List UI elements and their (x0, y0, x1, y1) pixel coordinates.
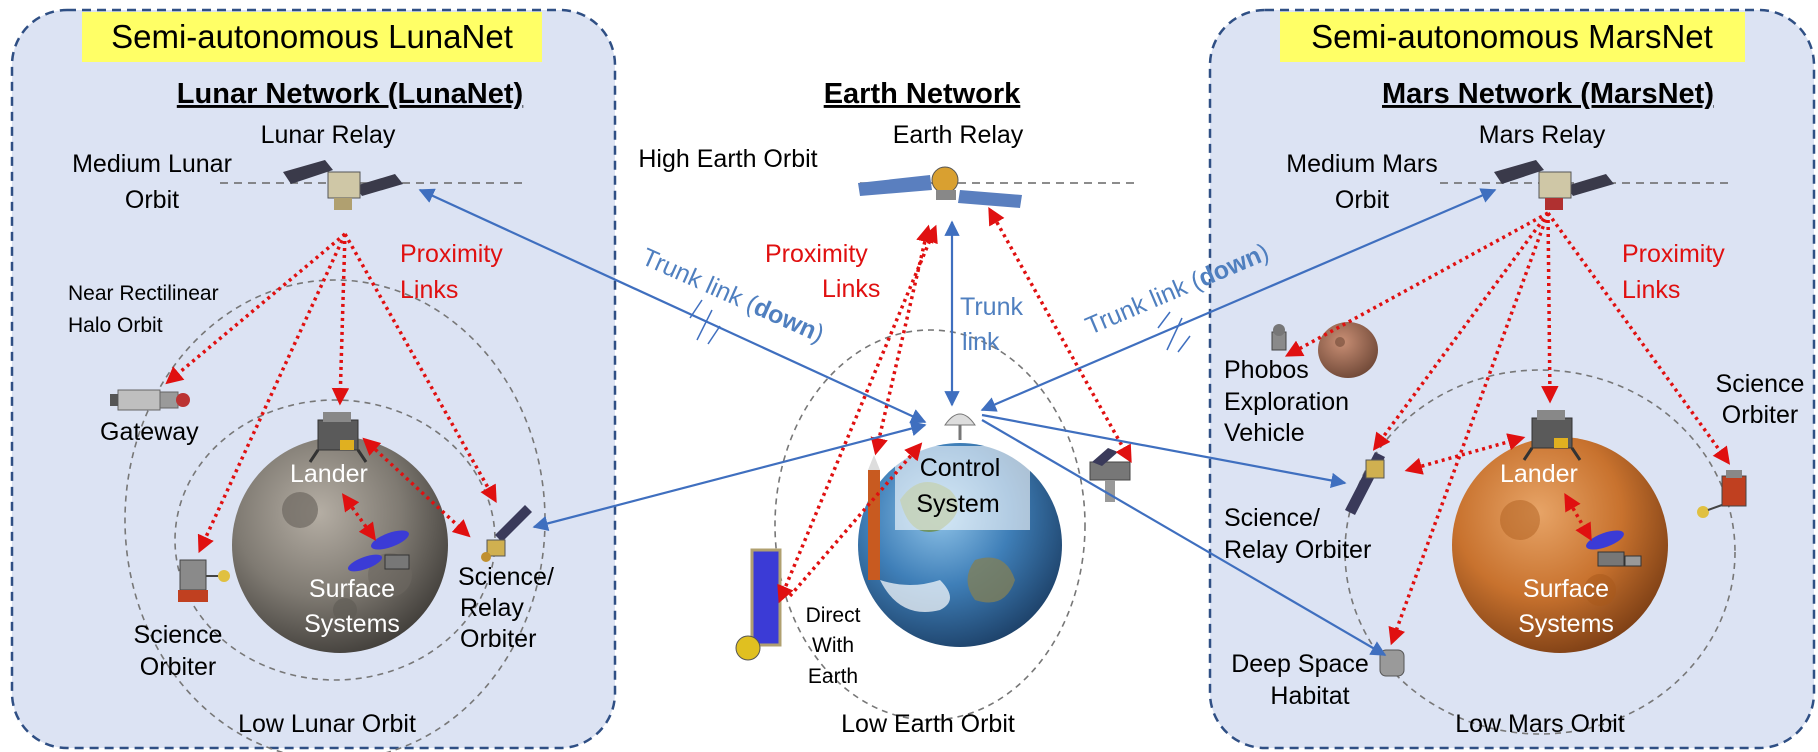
trunk-link-mars-orbiter (981, 413, 1347, 489)
mars-lander-label: Lander (1500, 460, 1578, 488)
lunar-science-orbiter-label-1: Science (134, 621, 223, 649)
earth-prox-link-station (988, 206, 1132, 464)
mars-science-relay-label-2: Relay Orbiter (1224, 536, 1371, 564)
marsnet-banner-text: Semi-autonomous MarsNet (1311, 18, 1713, 55)
luna-proximity-label-2: Links (400, 276, 458, 304)
lunar-science-relay-label-3: Orbiter (460, 625, 536, 653)
mars-prox-link-science-orbiter (1546, 211, 1731, 465)
earth-network-title: Earth Network (824, 78, 1021, 110)
trunk-link-label-1: Trunk (960, 293, 1023, 321)
lunanet-banner-text: Semi-autonomous LunaNet (111, 18, 513, 55)
trunk-break-mark-left (689, 299, 721, 345)
nrho-label-1: Near Rectilinear (68, 282, 219, 305)
habitat-label-1: Deep Space (1231, 650, 1369, 678)
phobos-vehicle-icon (1271, 324, 1287, 351)
earth-proximity-label-1: Proximity (765, 240, 868, 268)
low-mars-orbit-ring (1344, 369, 1736, 735)
trunk-link-habitat (981, 419, 1387, 656)
nrho-label-2: Halo Orbit (68, 314, 163, 337)
gateway-icon (110, 389, 190, 411)
lunar-science-orbiter-icon (178, 559, 230, 602)
prox-link-lander-surface (341, 493, 377, 541)
trunk-break-mark-right (1157, 311, 1191, 353)
luna-proximity-label-1: Proximity (400, 240, 503, 268)
phobos-label-3: Vehicle (1224, 419, 1305, 447)
phobos-label-2: Exploration (1224, 388, 1349, 416)
mars-relay-label: Mars Relay (1479, 121, 1606, 149)
marsnet-title: Mars Network (MarsNet) (1382, 78, 1714, 110)
dte-label-2: With (812, 634, 854, 657)
habitat-label-2: Habitat (1270, 682, 1349, 710)
mars-prox-link-orbiter-lander (1404, 433, 1526, 475)
trunk-link-label-2: link (962, 328, 1000, 356)
low-lunar-orbit-label: Low Lunar Orbit (238, 710, 416, 738)
medium-lunar-orbit-label-1: Medium Lunar (72, 150, 232, 178)
mars-globe (1452, 437, 1668, 653)
phobos-label-1: Phobos (1224, 356, 1309, 384)
mars-surface-systems-icon (1586, 530, 1642, 567)
earth-relay-satellite-icon (858, 166, 1022, 208)
mars-prox-link-habitat (1388, 212, 1550, 646)
lunar-surface-label-1: Surface (309, 575, 395, 603)
dte-label-3: Earth (808, 665, 858, 688)
mars-proximity-label-2: Links (1622, 276, 1680, 304)
low-earth-orbit-label: Low Earth Orbit (841, 710, 1015, 738)
trunk-link-luna (418, 188, 927, 424)
high-earth-orbit-label: High Earth Orbit (638, 145, 817, 173)
rocket-icon (868, 455, 880, 580)
earth-proximity-label-2: Links (822, 275, 880, 303)
prox-link-science-orbiter (197, 233, 347, 554)
prox-link-lander (331, 233, 350, 406)
lunar-science-relay-orbiter-icon (481, 505, 532, 562)
medium-lunar-orbit-label-2: Orbit (125, 186, 179, 214)
mars-prox-link-lander (1541, 212, 1559, 404)
mars-science-relay-orbiter-icon (1345, 452, 1385, 515)
lunanet-title: Lunar Network (LunaNet) (177, 78, 523, 110)
ground-antenna-icon (944, 413, 976, 440)
mars-surface-label-1: Surface (1523, 575, 1609, 603)
mars-proximity-label-1: Proximity (1622, 240, 1725, 268)
lunanet-panel: Semi-autonomous LunaNet Lunar Network (L… (10, 8, 617, 752)
phobos-icon (1318, 322, 1378, 378)
mars-science-orbiter-label-1: Science (1716, 370, 1805, 398)
mars-science-orbiter-label-2: Orbiter (1722, 401, 1798, 429)
marsnet-banner (1280, 12, 1745, 62)
deep-space-habitat-icon (1379, 649, 1405, 677)
lunar-lander-icon (308, 412, 368, 463)
lunar-relay-satellite-icon (283, 160, 403, 210)
mars-science-relay-label-1: Science/ (1224, 504, 1320, 532)
medium-mars-orbit-label-2: Orbit (1335, 186, 1389, 214)
trunk-link-mars (980, 188, 1497, 412)
mars-prox-link-lander-surface (1564, 492, 1592, 542)
lunar-lander-label: Lander (290, 460, 368, 488)
lunar-surface-label-2: Systems (304, 610, 400, 638)
lunar-relay-label: Lunar Relay (261, 121, 396, 149)
lunar-science-relay-label-2: Relay (460, 594, 524, 622)
low-mars-orbit-label: Low Mars Orbit (1455, 710, 1625, 738)
prox-link-lander-orbiter (362, 437, 471, 538)
lunar-science-relay-label-1: Science/ (458, 563, 554, 591)
lunanet-banner (82, 12, 542, 62)
medium-mars-orbit-label-1: Medium Mars (1286, 150, 1437, 178)
dte-label-1: Direct (806, 604, 861, 627)
gateway-label: Gateway (100, 418, 199, 446)
mars-surface-label-2: Systems (1518, 610, 1614, 638)
marsnet-panel: Semi-autonomous MarsNet Mars Network (Ma… (1208, 8, 1816, 750)
mars-science-orbiter-icon (1697, 470, 1747, 518)
lunar-science-orbiter-label-2: Orbiter (140, 653, 216, 681)
earth-relay-label: Earth Relay (893, 121, 1024, 149)
control-system-label-2: System (916, 490, 999, 518)
trunk-link-luna-orbiter (532, 421, 927, 531)
control-system-label-1: Control (920, 454, 1001, 482)
dte-satellite-icon (735, 548, 782, 661)
mars-relay-satellite-icon (1494, 160, 1614, 210)
